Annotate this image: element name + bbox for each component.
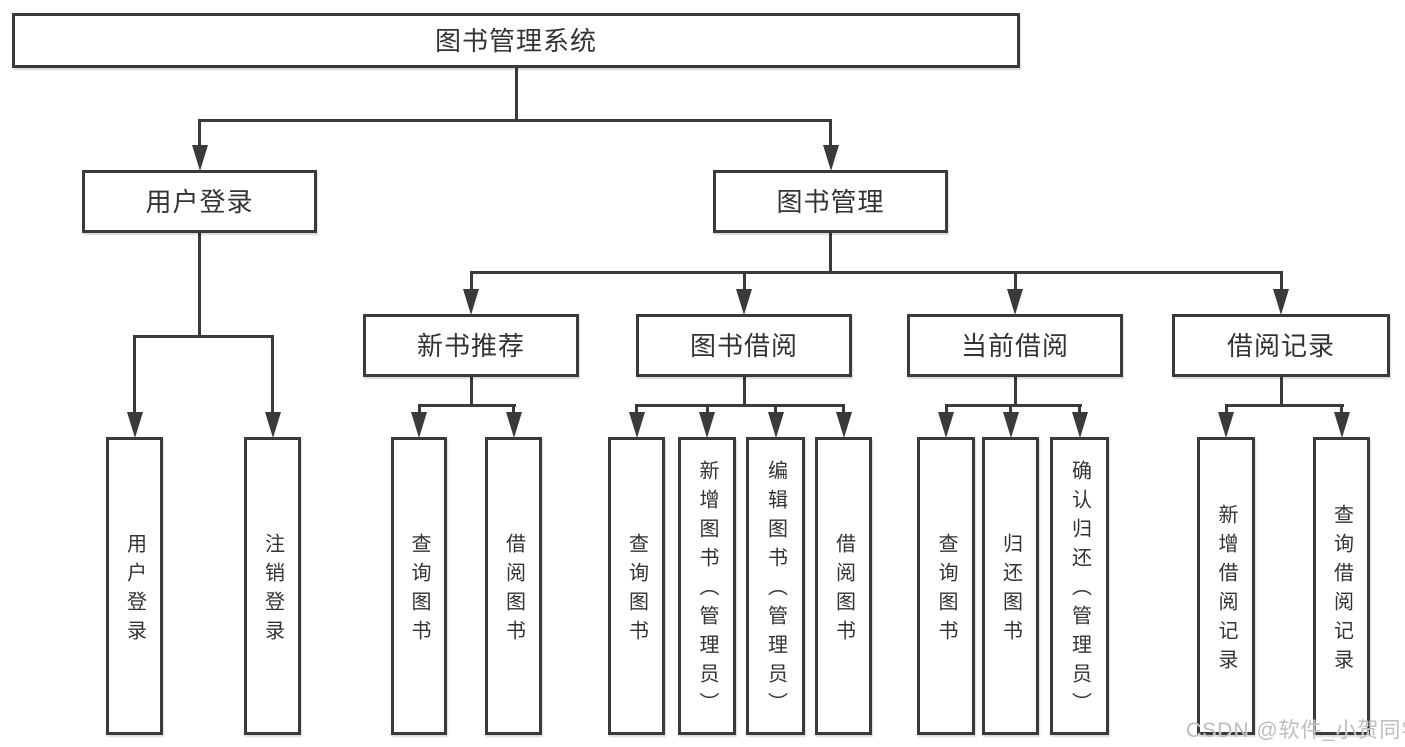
connector-line: [1225, 404, 1344, 407]
arrowhead: [265, 412, 281, 438]
node-rec: 新书推荐: [363, 314, 579, 377]
connector-line: [743, 272, 746, 294]
node-brw: 图书借阅: [636, 314, 852, 377]
node-label: 图书管理: [776, 186, 885, 217]
connector-line: [133, 336, 136, 417]
arrowhead: [1003, 412, 1019, 438]
connector-line: [470, 272, 473, 294]
node-label: 注销登录: [261, 532, 284, 649]
arrowhead: [1007, 289, 1023, 315]
connector-line: [1340, 405, 1343, 417]
node-label: 新书推荐: [416, 330, 525, 361]
node-b3: 编辑图书（管理员）: [746, 437, 805, 735]
connector-line: [198, 119, 832, 122]
node-label: 图书借阅: [689, 330, 798, 361]
node-label: 当前借阅: [960, 330, 1069, 361]
node-b1: 查询图书: [608, 437, 665, 735]
connector-line: [470, 271, 1283, 274]
connector-line: [1078, 405, 1081, 417]
connector-line: [706, 405, 709, 417]
node-mgmt: 图书管理: [713, 170, 948, 233]
arrowhead: [938, 412, 954, 438]
node-label: 新增借阅记录: [1215, 503, 1237, 678]
node-label: 用户登录: [145, 186, 254, 217]
arrowhead: [411, 412, 427, 438]
connector-line: [945, 404, 1082, 407]
node-h2: 查询借阅记录: [1313, 437, 1370, 735]
connector-line: [470, 377, 473, 405]
arrowhead: [768, 412, 784, 438]
arrowhead: [699, 412, 715, 438]
connector-line: [1280, 377, 1283, 405]
connector-line: [635, 404, 845, 407]
connector-line: [1014, 272, 1017, 294]
connector-line: [842, 405, 845, 417]
arrowhead: [506, 412, 522, 438]
node-r1: 查询图书: [391, 437, 447, 735]
arrowhead: [1072, 412, 1088, 438]
node-b4: 借阅图书: [815, 437, 872, 735]
node-label: 借阅图书: [502, 532, 525, 649]
connector-line: [418, 405, 421, 417]
node-label: 确认归还（管理员）: [1068, 460, 1091, 721]
watermark: CSDN @软件_小贺同学: [1186, 719, 1405, 742]
connector-line: [418, 404, 516, 407]
node-label: 新增图书（管理员）: [696, 460, 718, 721]
node-label: 查询图书: [408, 532, 430, 649]
connector-line: [1009, 405, 1012, 417]
connector-line: [1225, 405, 1228, 417]
connector-line: [774, 405, 777, 417]
node-cur: 当前借阅: [907, 314, 1123, 377]
arrowhead: [736, 289, 752, 315]
node-his: 借阅记录: [1172, 314, 1390, 377]
connector-line: [635, 405, 638, 417]
connector-line: [271, 336, 274, 417]
node-root: 图书管理系统: [12, 13, 1020, 68]
connector-line: [515, 68, 518, 120]
connector-line: [829, 120, 832, 150]
node-label: 图书管理系统: [434, 25, 597, 56]
node-label: 查询图书: [935, 532, 957, 649]
arrowhead: [192, 145, 208, 171]
connector-line: [1014, 377, 1017, 405]
node-label: 查询借阅记录: [1330, 503, 1353, 678]
node-u1: 用户登录: [106, 437, 163, 735]
node-label: 归还图书: [999, 532, 1022, 649]
node-login: 用户登录: [82, 170, 317, 233]
arrowhead: [1334, 412, 1350, 438]
node-label: 借阅图书: [832, 532, 855, 649]
node-h1: 新增借阅记录: [1197, 437, 1255, 735]
node-label: 借阅记录: [1226, 330, 1335, 361]
arrowhead: [1218, 412, 1234, 438]
arrowhead: [836, 412, 852, 438]
connector-line: [829, 233, 832, 272]
arrowhead: [629, 412, 645, 438]
connector-line: [198, 120, 201, 150]
arrowhead: [127, 412, 143, 438]
connector-line: [743, 377, 746, 405]
arrowhead: [823, 145, 839, 171]
arrowhead: [463, 289, 479, 315]
node-u2: 注销登录: [244, 437, 301, 735]
connector-line: [133, 335, 274, 338]
node-c2: 归还图书: [982, 437, 1039, 735]
node-b2: 新增图书（管理员）: [678, 437, 736, 735]
node-c1: 查询图书: [917, 437, 975, 735]
connector-line: [512, 405, 515, 417]
connector-line: [945, 405, 948, 417]
node-label: 编辑图书（管理员）: [764, 460, 787, 721]
node-label: 用户登录: [123, 532, 146, 649]
connector-line: [198, 233, 201, 336]
node-c3: 确认归还（管理员）: [1050, 437, 1109, 735]
arrowhead: [1273, 289, 1289, 315]
node-label: 查询图书: [625, 532, 648, 649]
connector-line: [1280, 272, 1283, 294]
node-r2: 借阅图书: [485, 437, 542, 735]
